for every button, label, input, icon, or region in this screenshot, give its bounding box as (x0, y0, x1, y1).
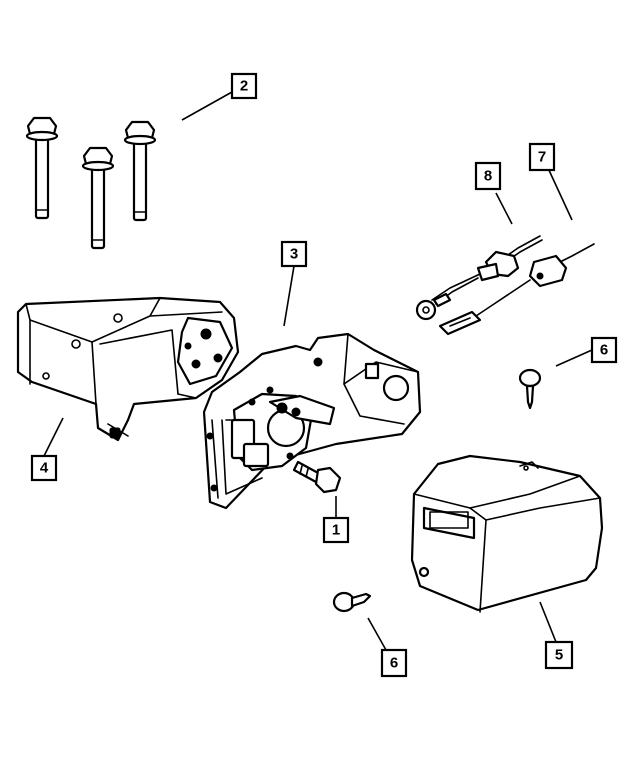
support-bracket-4 (16, 296, 240, 442)
push-pin-6-upper (518, 368, 542, 410)
callout-4: 4 (30, 454, 58, 482)
leader-2 (181, 91, 233, 121)
leader-6-upper (555, 349, 593, 367)
callout-6-lower-label: 6 (390, 655, 398, 672)
callout-1-label: 1 (332, 522, 340, 539)
callout-6-upper-label: 6 (600, 342, 608, 359)
callout-8: 8 (474, 161, 502, 191)
callout-7: 7 (528, 142, 556, 172)
leader-6-lower (367, 617, 387, 651)
bolt-1 (292, 460, 342, 494)
callout-3-label: 3 (290, 246, 298, 263)
leader-lines (43, 91, 593, 651)
leader-7 (547, 167, 573, 221)
leader-5 (539, 601, 557, 643)
leader-3 (283, 265, 295, 327)
callout-4-label: 4 (40, 460, 49, 477)
leader-8 (495, 192, 513, 225)
callout-5: 5 (544, 640, 574, 670)
shifter-bracket-3 (202, 332, 422, 510)
bolt-group-2 (25, 116, 157, 250)
push-pin-6-lower (332, 591, 372, 613)
cable-7 (438, 243, 595, 336)
callout-6-upper: 6 (590, 336, 618, 364)
leader-4 (43, 417, 64, 457)
cable-8 (415, 235, 543, 321)
callout-6-lower: 6 (380, 648, 408, 678)
callout-1: 1 (322, 516, 350, 544)
callout-2: 2 (230, 72, 258, 100)
bolt-middle (81, 146, 115, 250)
bolt-left (25, 116, 59, 220)
callout-2-label: 2 (240, 78, 248, 95)
bolt-right (123, 120, 157, 222)
callout-5-label: 5 (555, 647, 563, 664)
callout-7-label: 7 (538, 149, 546, 166)
callout-8-label: 8 (484, 168, 492, 185)
cover-5 (410, 454, 604, 613)
callout-3: 3 (280, 240, 308, 268)
